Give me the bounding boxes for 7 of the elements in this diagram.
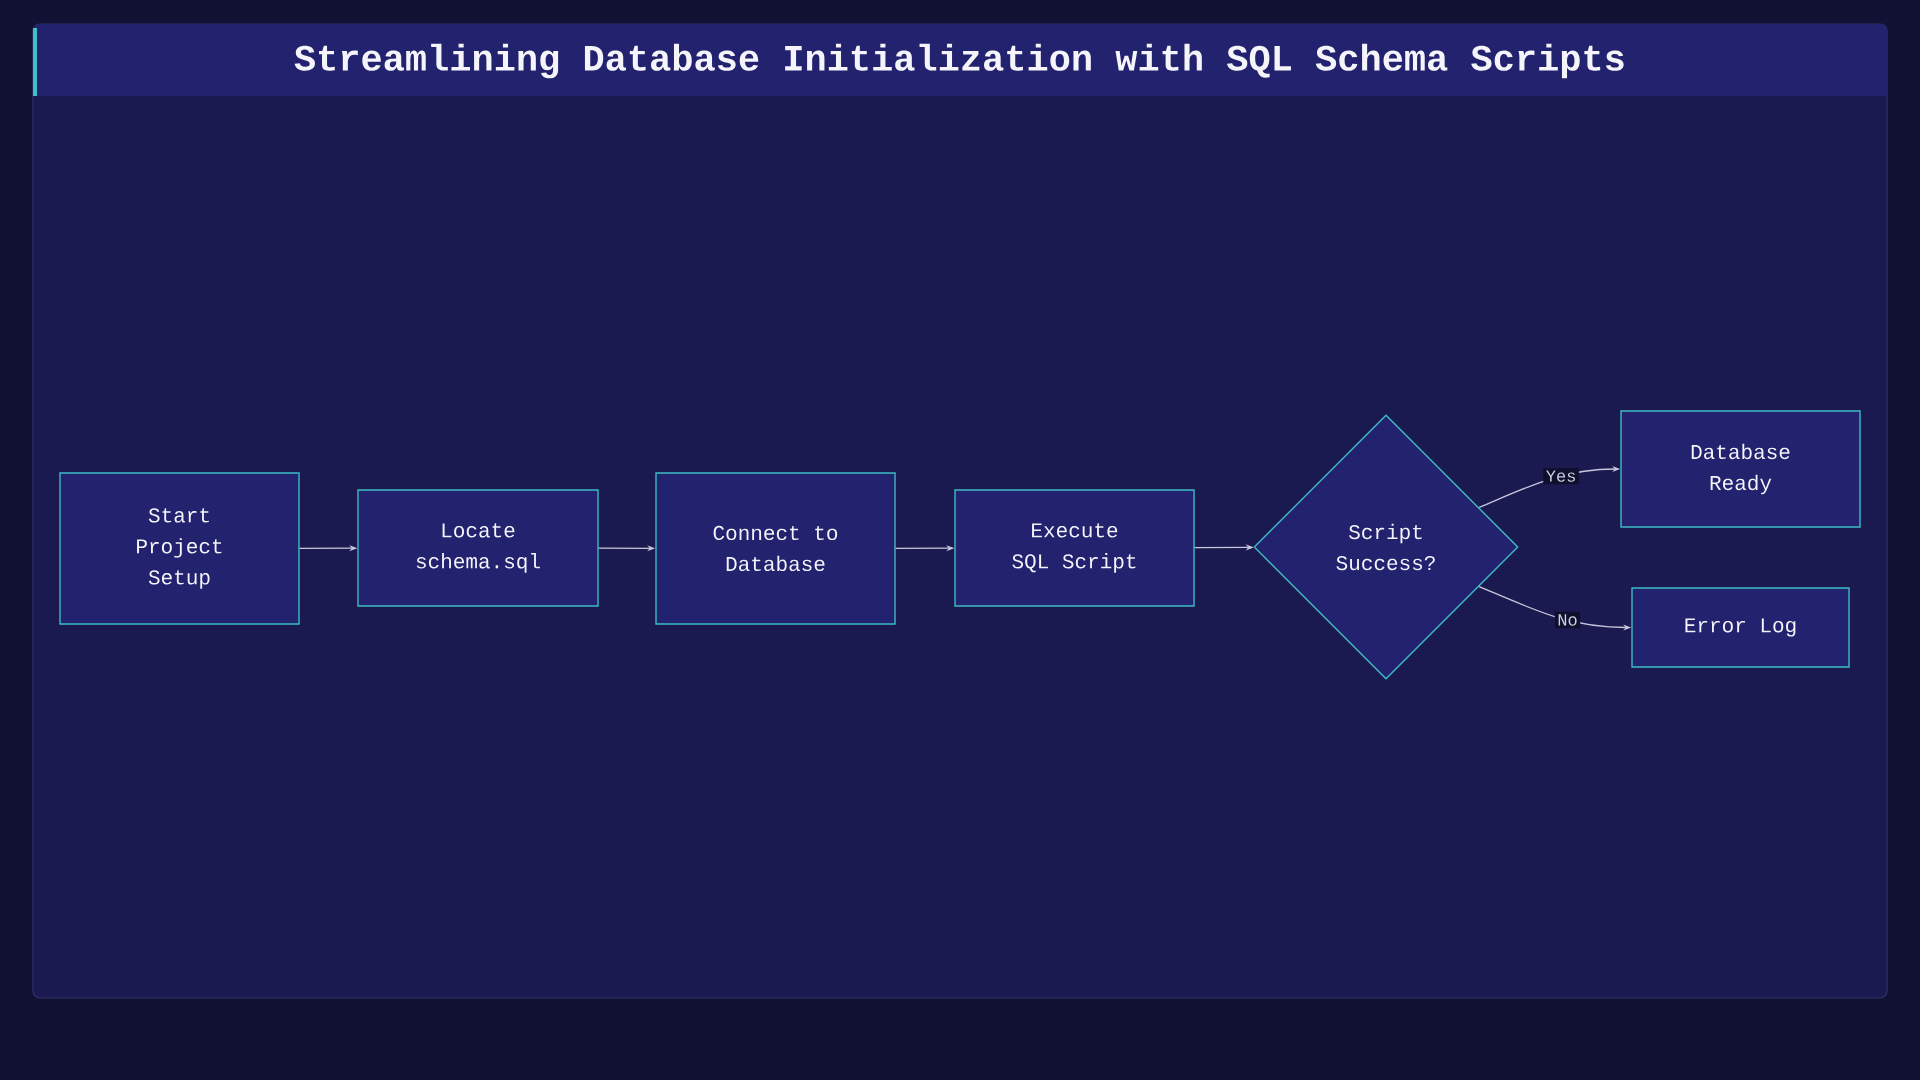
process-box: Execute SQL Script [954, 489, 1195, 607]
title-bar: Streamlining Database Initialization with SQL Schema Scripts [33, 24, 1887, 96]
process-box: Start Project Setup [59, 472, 300, 625]
process-box: Connect to Database [655, 472, 896, 625]
process-box: Error Log [1631, 587, 1850, 668]
process-box: Locate schema.sql [357, 489, 599, 607]
process-box: Database Ready [1620, 410, 1861, 528]
